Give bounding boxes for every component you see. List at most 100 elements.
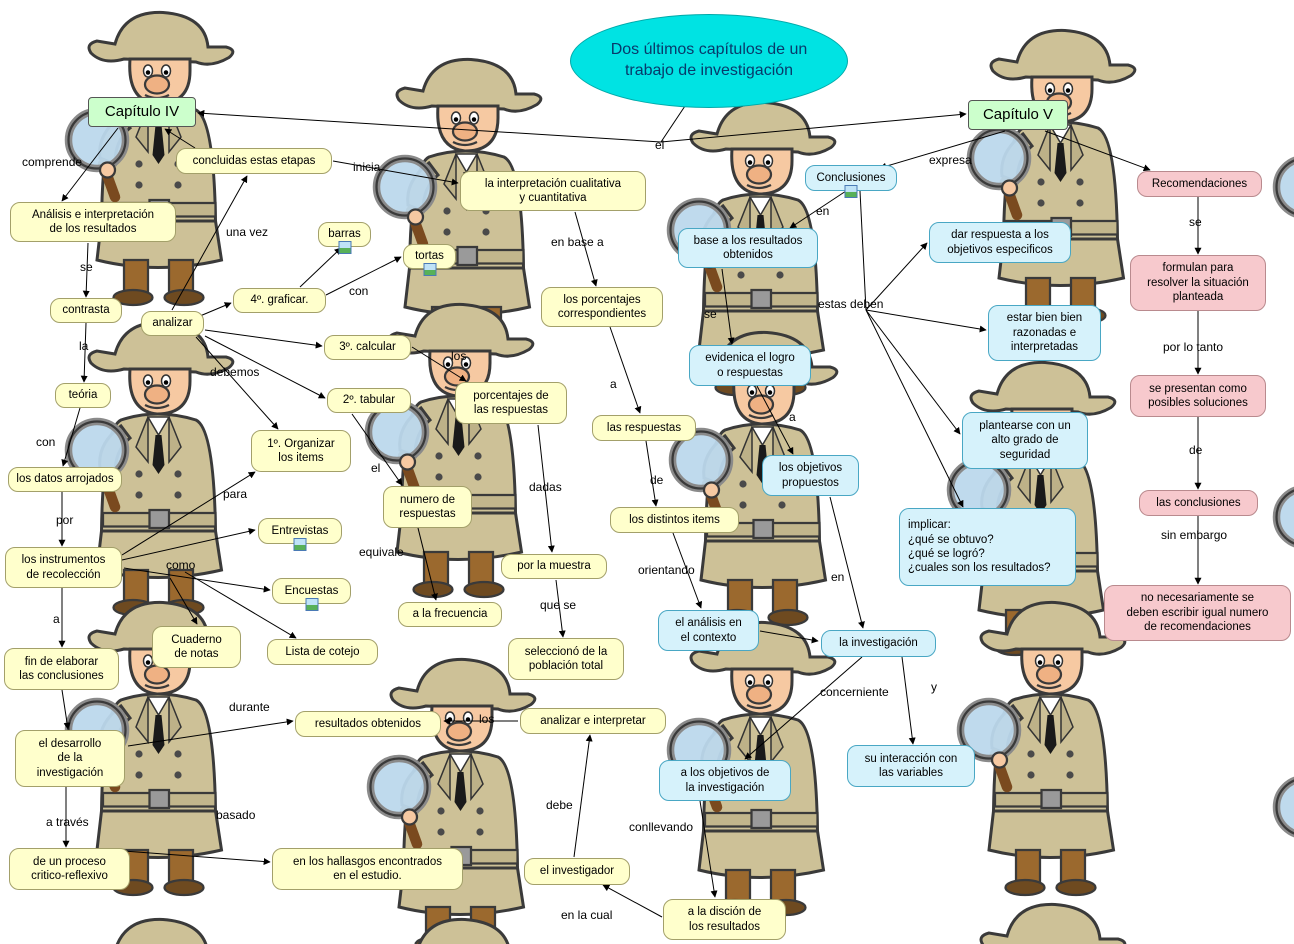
link-label-debe: debe	[546, 798, 573, 812]
map-title[interactable]: Dos últimos capítulos de un trabajo de i…	[570, 14, 848, 108]
node-lista-cotejo[interactable]: Lista de cotejo	[267, 639, 378, 665]
image-resource-icon[interactable]	[338, 241, 351, 254]
node-hallazgos-estudio[interactable]: en los hallasgos encontrados en el estud…	[272, 848, 463, 890]
node-las-respuestas[interactable]: las respuestas	[592, 415, 696, 441]
node-teoria[interactable]: teória	[55, 383, 111, 408]
node-base-resultados[interactable]: base a los resultados obtenidos	[678, 228, 818, 268]
edge-line	[879, 130, 1006, 170]
node-no-igual-numero[interactable]: no necesariamente se deben escribir igua…	[1104, 585, 1291, 641]
link-label-se-3: se	[704, 307, 717, 321]
node-dar-respuesta-objetivos[interactable]: dar respuesta a los objetivos especifico…	[929, 222, 1071, 263]
node-objetivos-investigacion[interactable]: a los objetivos de la investigación	[659, 760, 791, 801]
node-fin-elaborar-conclusiones[interactable]: fin de elaborar las conclusiones	[4, 648, 119, 690]
node-analisis-interpretacion[interactable]: Análisis e interpretación de los resulta…	[10, 202, 176, 242]
node-tabular[interactable]: 2º. tabular	[327, 388, 411, 413]
node-interaccion-variables[interactable]: su interacción con las variables	[847, 745, 975, 787]
edge-line	[865, 309, 961, 435]
node-datos-arrojados[interactable]: los datos arrojados	[8, 467, 122, 492]
node-tortas[interactable]: tortas	[403, 244, 456, 276]
link-label-a-3: a	[789, 410, 796, 424]
edge-line	[789, 190, 847, 229]
node-interpretacion-cualitativa[interactable]: la interpretación cualitativa y cuantita…	[460, 171, 646, 211]
link-label-de-1: de	[1189, 443, 1203, 457]
node-contrasta[interactable]: contrasta	[50, 298, 122, 323]
node-las-conclusiones[interactable]: las conclusiones	[1139, 490, 1258, 516]
edge-line	[411, 346, 467, 382]
node-seleccion-poblacion[interactable]: seleccionó de la población total	[508, 638, 624, 680]
link-label-en-la-cual: en la cual	[561, 908, 613, 922]
link-label-a-traves: a través	[46, 815, 89, 829]
edge-line	[721, 268, 735, 345]
edge-line	[184, 571, 297, 639]
node-analizar-interpretar[interactable]: analizar e interpretar	[520, 708, 666, 734]
edge-line	[901, 656, 916, 745]
node-desarrollo-investigacion[interactable]: el desarrollo de la investigación	[15, 730, 125, 787]
link-label-la: la	[79, 339, 89, 353]
link-label-por-lo-tanto: por lo tanto	[1163, 340, 1224, 354]
node-calcular[interactable]: 3º. calcular	[324, 335, 411, 360]
node-proceso-critico[interactable]: de un proceso critico-reflexivo	[9, 848, 130, 890]
node-objetivos-propuestos[interactable]: los objetivos propuestos	[762, 455, 859, 496]
edge-line	[61, 689, 71, 730]
node-barras[interactable]: barras	[318, 222, 371, 254]
node-bien-razonadas[interactable]: estar bien bien razonadas e interpretada…	[988, 305, 1101, 361]
image-resource-icon[interactable]	[293, 538, 307, 551]
node-conclusiones[interactable]: Conclusiones	[805, 165, 897, 198]
edge-line	[61, 407, 81, 467]
link-label-los-1: los	[451, 349, 467, 363]
node-formulan-resolver[interactable]: formulan para resolver la situación plan…	[1130, 255, 1266, 311]
link-label-conllevando: conllevando	[629, 820, 694, 834]
edge-line	[204, 335, 326, 399]
node-porcentajes-respuestas[interactable]: porcentajes de las respuestas	[455, 382, 567, 424]
edge-line	[602, 884, 663, 918]
image-resource-icon[interactable]	[305, 598, 318, 611]
node-la-investigacion[interactable]: la investigación	[821, 630, 936, 657]
node-porcentajes-correspondientes[interactable]: los porcentajes correspondientes	[541, 287, 663, 327]
node-entrevistas[interactable]: Entrevistas	[258, 518, 342, 551]
node-discusion-resultados[interactable]: a la disción de los resultados	[663, 899, 786, 940]
edge-line	[865, 242, 928, 311]
node-presentan-soluciones[interactable]: se presentan como posibles soluciones	[1130, 375, 1266, 417]
link-label-con-1: con	[349, 284, 369, 298]
node-organizar-items[interactable]: 1º. Organizar los items	[251, 430, 351, 472]
node-el-investigador[interactable]: el investigador	[524, 858, 630, 885]
edge-line	[351, 413, 403, 486]
link-label-los-2: los	[479, 712, 495, 726]
node-distintos-items[interactable]: los distintos items	[610, 507, 739, 533]
node-graficar[interactable]: 4º. graficar.	[233, 288, 326, 313]
node-capitulo-iv[interactable]: Capítulo IV	[88, 97, 196, 127]
image-resource-icon[interactable]	[423, 263, 436, 276]
link-label-debemos: debemos	[210, 365, 260, 379]
edge-line	[609, 326, 642, 414]
image-resource-icon[interactable]	[844, 185, 858, 198]
edge-line	[660, 111, 967, 143]
edge-line	[573, 734, 593, 858]
edge-line	[555, 579, 566, 638]
link-label-equivale: equivale	[359, 545, 404, 559]
node-implicar[interactable]: implicar: ¿qué se obtuvo? ¿qué se logró?…	[899, 508, 1076, 586]
edge-line	[865, 309, 987, 333]
edge-line	[332, 160, 459, 186]
node-cuaderno-notas[interactable]: Cuaderno de notas	[152, 626, 241, 668]
link-label-dadas: dadas	[529, 480, 562, 494]
node-plantearse-seguridad[interactable]: plantearse con un alto grado de segurida…	[962, 412, 1088, 469]
node-capitulo-v[interactable]: Capítulo V	[968, 100, 1068, 130]
node-frecuencia[interactable]: a la frecuencia	[398, 602, 502, 627]
edge-line	[759, 630, 819, 644]
edge-line	[169, 577, 198, 625]
node-analizar[interactable]: analizar	[141, 311, 204, 336]
node-numero-respuestas[interactable]: numero de respuestas	[383, 486, 472, 528]
node-resultados-obtenidos[interactable]: resultados obtenidos	[295, 711, 441, 737]
node-recomendaciones[interactable]: Recomendaciones	[1137, 171, 1262, 197]
link-label-con-2: con	[36, 435, 56, 449]
node-encuestas[interactable]: Encuestas	[272, 578, 351, 611]
edge-line	[127, 718, 294, 747]
node-por-la-muestra[interactable]: por la muestra	[501, 554, 607, 579]
edge-line	[574, 211, 598, 287]
node-concluidas-etapas[interactable]: concluidas estas etapas	[176, 148, 332, 174]
node-evidencia-logro[interactable]: evidenica el logro o respuestas	[689, 345, 811, 386]
node-instrumentos-recoleccion[interactable]: los instrumentos de recolección	[5, 547, 122, 588]
node-analisis-contexto[interactable]: el análisis en el contexto	[658, 610, 759, 651]
